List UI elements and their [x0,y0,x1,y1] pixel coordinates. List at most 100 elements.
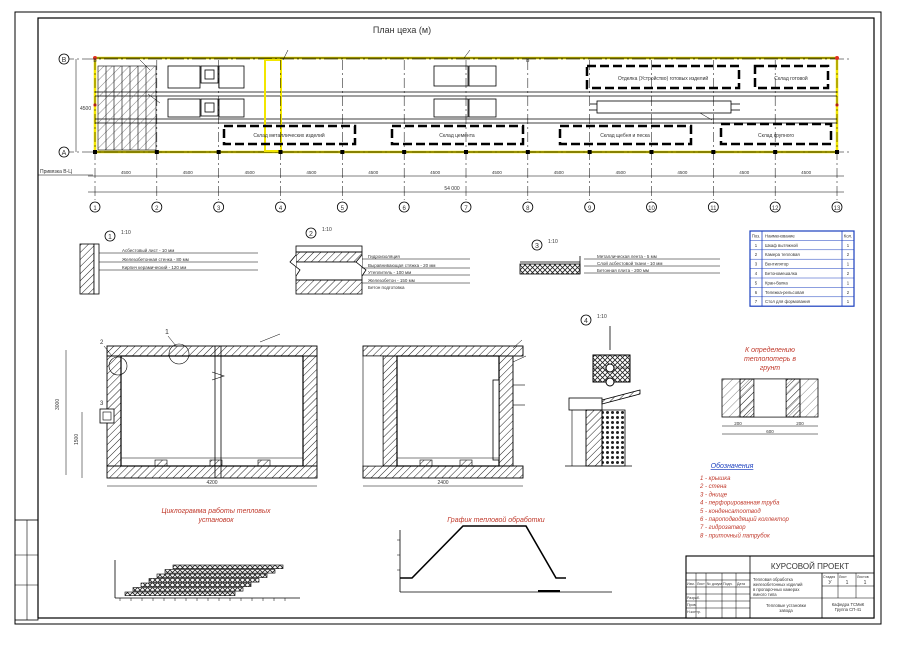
cyclogram-bar [164,569,276,574]
stamp-line: железобетонных изделий [753,582,803,587]
column-marker [402,150,407,154]
section-width: 4200 [206,480,217,486]
legend-item: 1 - крышка [700,476,731,482]
spec-table-cell: Шкаф вытяжной [765,243,798,248]
total-dimension: 54 000 [444,186,460,192]
stamp-header: Изм. [687,582,695,586]
detail-number: 4 [584,318,588,325]
zone-label: Склад металлических изделий [253,132,325,139]
bay-dimension: 4500 [492,170,503,175]
cyclogram-bar [132,587,244,592]
layer-label: Утеплитель - 100 мм [368,270,411,275]
cyclogram: Циклограмма работы тепловых установок [114,507,300,601]
stamp-header: Дата [737,582,745,586]
zone-label: Склад цемента [439,133,475,139]
axis-bubble [89,201,101,213]
column-marker [278,150,283,154]
chamber-section-right: 2400 [362,339,527,487]
stage-label: Стадия [823,575,835,579]
axis-number: 3 [217,206,221,212]
detail-scale: 1:10 [548,239,558,245]
cyclogram-bar [140,582,252,587]
section-width: 2400 [437,480,448,486]
spec-table-cell: 2 [755,252,758,257]
layer-label: Кирпич керамический - 120 мм [122,264,186,270]
stamp-header: Подп. [723,582,733,586]
spec-table-cell: 1 [755,243,758,248]
stamp-line: ямного типа [753,592,777,597]
axis-top-letter: В [526,58,530,64]
spec-table-cell: Камера тепловая [765,252,800,257]
column-marker [340,150,345,154]
title-block: КУРСОВОЙ ПРОЕКТ Тепловая обработка желез… [685,555,875,619]
legend-item: 2 - стена [699,484,727,490]
spec-table-cell: Кран-балка [765,280,788,285]
layer-label: Гидроизоляция [368,254,400,259]
zone-label: Склад щебня и песка [600,133,650,139]
layer-label: Бетон подготовка [368,285,405,290]
bay-dimension: 4500 [368,170,379,175]
side-dim: 4500 [80,106,91,112]
axis-bubble [275,201,286,213]
axis-bubble [769,201,781,213]
spec-table-cell: 2 [847,252,850,257]
spec-table-cell: 5 [755,280,758,285]
section-height: 1500 [74,434,80,445]
axis-number: 1 [93,206,97,212]
axis-number: 6 [402,206,406,212]
chamber-section-left: 3000 1500 4200 1 2 3 [55,329,318,487]
heat-treatment-graph: График тепловой обработки [397,516,612,593]
bay-dimension: 4500 [430,170,441,175]
axis-bubble [460,201,472,213]
ground-title: К определению [745,346,796,354]
stamp-header: № докум. [707,582,723,586]
axis-letter: В [62,57,67,64]
spec-table-header: Поз. [752,233,761,238]
drawing-name: Тепловые установки [766,603,807,608]
layer-label: Слой асбестовой ткани - 10 мм [597,260,662,266]
bay-dimension: 4500 [183,170,194,175]
column-marker [835,150,839,154]
column-marker [93,150,97,154]
spec-table-cell: 4 [755,271,758,276]
inner-frame [37,17,875,619]
legend-item: 3 - днище [700,492,728,498]
axis-number: 4 [279,206,283,212]
margin-strip [14,519,39,621]
axis-number: 11 [710,206,717,212]
axis-number: 9 [588,206,592,212]
temperature-curve [400,525,566,579]
axis-number: 2 [155,206,159,212]
detail-number: 1 [108,234,112,241]
sheet-title: План цеха (м) [373,25,431,35]
axis-number: 8 [526,206,530,212]
axis-number: 5 [341,206,345,212]
detail-number: 2 [309,231,313,238]
spec-table-cell: 3 [755,262,758,267]
spec-table-cell: 6 [755,290,758,295]
bay-dimension: 4500 [616,170,627,175]
graph-title: График тепловой обработки [447,516,545,524]
legend-title: Обозначения [711,462,754,470]
sheet-label: Лист [839,575,847,579]
spec-table-cell: Тележка-рельсовая [765,290,805,295]
axis-bubble [336,201,348,213]
cyclogram-bar [156,573,268,578]
spec-table-cell: 2 [847,290,850,295]
bay-dimension: 4500 [801,170,812,175]
spec-table-cell: Вентилятор [765,262,789,267]
callout-number: 3 [100,401,104,407]
section-height: 3000 [55,399,61,410]
stamp-role: Разраб. [687,596,700,600]
cyclogram-bar [124,591,236,596]
layer-label: Железобетонная стенка - 80 мм [122,257,189,262]
ground-title: теплопотерь в [744,356,796,363]
stamp-line: Тепловая обработка [753,577,794,582]
cyclogram-title: Циклограмма работы тепловых [161,507,271,515]
column-marker [154,150,159,154]
cyclogram-bar [148,578,260,583]
sheets-number: 1 [864,580,867,586]
column-marker [525,150,530,154]
